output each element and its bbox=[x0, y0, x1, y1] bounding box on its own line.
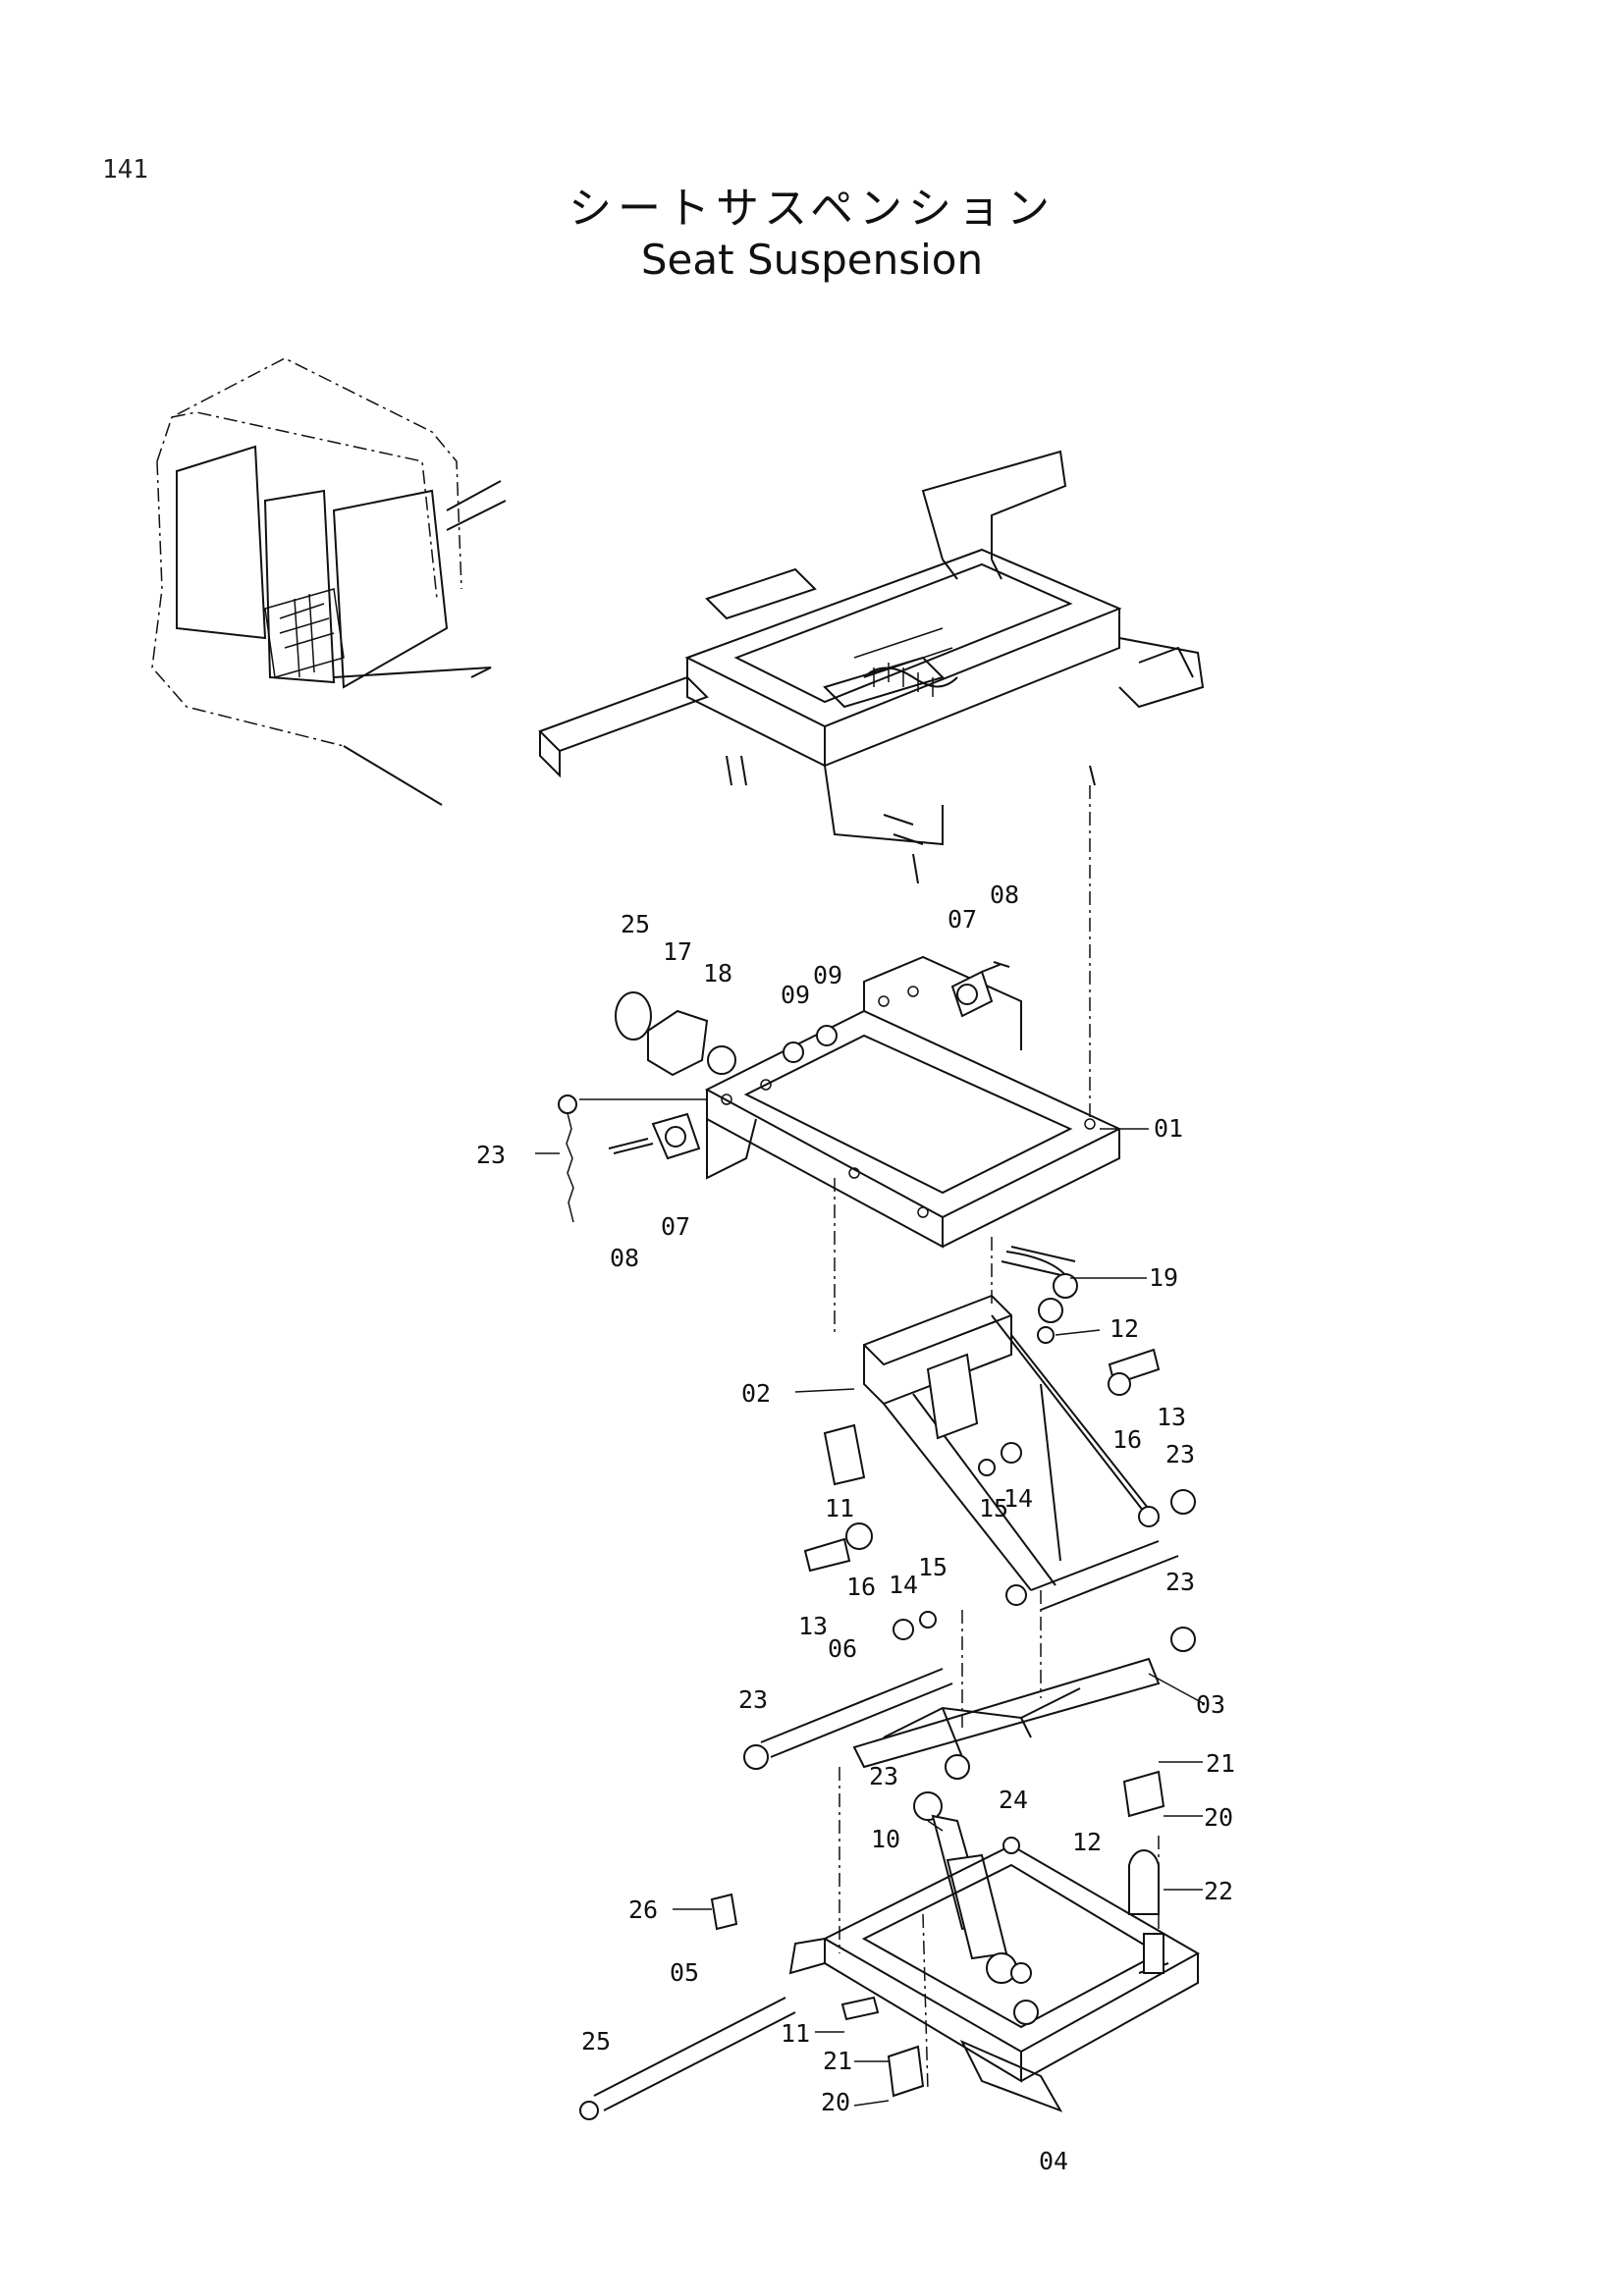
callout-23-b: 23 bbox=[1165, 1568, 1195, 1596]
callout-07-top: 07 bbox=[947, 905, 977, 934]
callout-11-bottom: 11 bbox=[781, 2019, 810, 2048]
callout-25-top: 24 bbox=[999, 1786, 1028, 1814]
callout-25-bottom: 25 bbox=[581, 2027, 611, 2056]
callout-26: 25 bbox=[621, 910, 650, 938]
callout-08-top: 08 bbox=[990, 881, 1019, 909]
part-05-shaft bbox=[593, 1997, 796, 2111]
part-11-pin bbox=[823, 1423, 866, 1486]
callout-08-bottom: 08 bbox=[610, 1244, 639, 1272]
part-22-stopper bbox=[1128, 1849, 1160, 1915]
callout-108: 26 bbox=[628, 1896, 658, 1924]
lower-arm-assembly bbox=[743, 1657, 1161, 1780]
part-108-bolt bbox=[710, 1893, 738, 1931]
callout-05: 05 bbox=[670, 1958, 699, 1987]
callout-04: 04 bbox=[1039, 2147, 1068, 2175]
callout-22: 22 bbox=[1204, 1877, 1233, 1905]
callout-10: 10 bbox=[871, 1825, 900, 1853]
part-09-nut-b bbox=[816, 1025, 838, 1046]
part-12-nut bbox=[1037, 1326, 1055, 1344]
part-15-washer-b bbox=[919, 1611, 937, 1629]
callout-18: 18 bbox=[703, 959, 732, 988]
callout-11-top: 11 bbox=[825, 1494, 854, 1522]
hardware-top bbox=[558, 961, 1010, 1223]
callout-12-top: 12 bbox=[1110, 1314, 1139, 1343]
callout-09-a: 09 bbox=[781, 981, 810, 1009]
callout-03: 03 bbox=[1196, 1690, 1225, 1719]
part-16-bushing bbox=[1108, 1372, 1131, 1396]
part-17-knob bbox=[647, 1009, 709, 1077]
callout-01: 01 bbox=[1154, 1114, 1183, 1143]
part-20-bracket-bottom bbox=[887, 2045, 925, 2098]
leader-lines bbox=[535, 1098, 1204, 2107]
title-english: Seat Suspension bbox=[640, 236, 984, 284]
callout-21-top: 21 bbox=[1206, 1749, 1235, 1778]
seat-base-plate bbox=[704, 955, 1122, 1249]
callout-12-bottom: 12 bbox=[1072, 1828, 1102, 1856]
part-18-bushing bbox=[707, 1045, 736, 1075]
lever-bracket bbox=[926, 1353, 979, 1440]
callout-14-left: 14 bbox=[889, 1571, 918, 1599]
part-03-arm bbox=[852, 1657, 1161, 1769]
cab-overview-sketch bbox=[151, 357, 507, 806]
callout-16-left: 16 bbox=[846, 1573, 876, 1601]
callout-17: 17 bbox=[663, 937, 692, 966]
part-23-bushing-b bbox=[1170, 1627, 1196, 1652]
part-14-nut bbox=[1001, 1442, 1022, 1464]
part-24-ring bbox=[558, 1095, 577, 1114]
part-15-washer bbox=[978, 1459, 996, 1476]
part-06-rod bbox=[760, 1668, 953, 1758]
part-23-bushing-d bbox=[945, 1754, 970, 1780]
callout-15-left: 15 bbox=[918, 1553, 947, 1581]
part-24-chain bbox=[566, 1112, 574, 1223]
part-20-bracket-top bbox=[1122, 1770, 1165, 1818]
callout-21-bottom: 21 bbox=[823, 2047, 852, 2075]
callout-24: 23 bbox=[476, 1141, 506, 1169]
callout-09-b: 09 bbox=[813, 961, 842, 989]
callout-23-d: 23 bbox=[869, 1762, 898, 1790]
part-13-bolt-b bbox=[803, 1537, 851, 1573]
part-25-clip bbox=[579, 2101, 599, 2120]
part-11-pin-b bbox=[840, 1996, 880, 2021]
scissor-mechanism bbox=[803, 1246, 1196, 1652]
callout-16-right: 16 bbox=[1112, 1425, 1142, 1454]
callout-13-left: 13 bbox=[798, 1612, 828, 1640]
callout-07-bottom: 07 bbox=[661, 1212, 690, 1241]
part-23-bushing-a bbox=[1170, 1489, 1196, 1515]
part-26-seal bbox=[615, 991, 652, 1041]
part-09-nut bbox=[783, 1041, 804, 1063]
upper-seat-frame bbox=[538, 450, 1205, 884]
part-14-nut-b bbox=[893, 1619, 914, 1640]
callout-06: 06 bbox=[828, 1634, 857, 1663]
center-lines bbox=[834, 785, 1160, 2092]
shock-absorber bbox=[913, 1791, 1032, 1984]
callout-23-a: 23 bbox=[1165, 1440, 1195, 1468]
part-25-clip-b bbox=[1002, 1837, 1020, 1854]
bottom-base-frame bbox=[579, 1770, 1201, 2120]
callout-20-top: 20 bbox=[1204, 1803, 1233, 1832]
callout-23-c: 23 bbox=[738, 1685, 768, 1714]
callout-02: 02 bbox=[741, 1379, 771, 1408]
callout-15-right: 15 bbox=[979, 1494, 1008, 1522]
callout-labels: 01 02 03 04 05 06 07 07 08 08 09 09 10 1… bbox=[476, 881, 1235, 2175]
part-23-bushing-c bbox=[743, 1744, 769, 1770]
title-japanese: シートサスペンション bbox=[568, 184, 1056, 234]
page-number: 141 bbox=[102, 155, 148, 185]
callout-19: 19 bbox=[1149, 1263, 1178, 1292]
callout-14-right: 14 bbox=[1003, 1484, 1033, 1513]
callout-20-bottom: 20 bbox=[821, 2088, 850, 2116]
callout-13-right: 13 bbox=[1157, 1403, 1186, 1431]
part-16-bushing-b bbox=[845, 1522, 873, 1550]
